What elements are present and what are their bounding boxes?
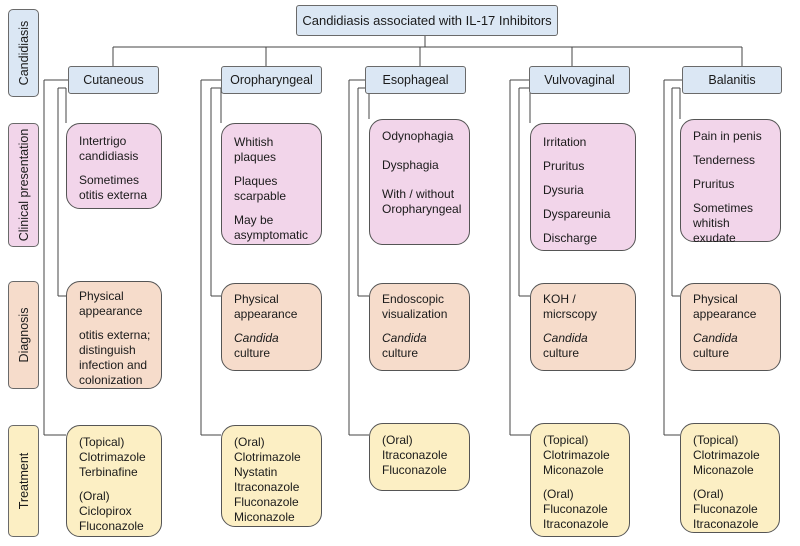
row-label-clinical-text: Clinical presentation: [16, 128, 31, 242]
diagnosis-italic: Candida: [382, 331, 427, 345]
treatment-drug: Itraconazole: [543, 517, 609, 531]
treatment-topical-label: (Topical): [693, 433, 739, 447]
diagnosis-cutaneous-card: Physical appearance otitis externa; dist…: [66, 281, 162, 389]
category-cutaneous: Cutaneous: [68, 66, 159, 94]
diagnosis-item: culture: [693, 346, 730, 360]
treatment-oropharyngeal-card: (Oral) Clotrimazole Nystatin Itraconazol…: [221, 425, 322, 527]
clinical-cutaneous-card: Intertrigo candidiasis Sometimes otitis …: [66, 123, 162, 209]
treatment-oral-label: (Oral): [693, 487, 724, 501]
clinical-item: May be asymptomatic: [234, 213, 309, 242]
clinical-item: Discharge: [543, 231, 598, 245]
clinical-item: Pruritus: [693, 177, 735, 191]
treatment-oral-label: (Oral): [234, 435, 265, 449]
clinical-item: Plaques scarpable: [234, 174, 287, 203]
treatment-drug: Clotrimazole: [234, 450, 301, 464]
treatment-topical-label: (Topical): [543, 433, 589, 447]
row-label-candidiasis: Candidiasis: [8, 9, 39, 97]
treatment-drug: Itraconazole: [693, 517, 759, 531]
diagnosis-item: otitis externa; distinguish infection an…: [79, 328, 151, 387]
diagnosis-oropharyngeal-card: Physical appearance Candida culture: [221, 283, 322, 371]
clinical-item: Dyspareunia: [543, 207, 611, 221]
diagnosis-item: Physical appearance: [234, 292, 298, 321]
treatment-drug: Clotrimazole: [693, 448, 760, 462]
diagnosis-esophageal-card: Endoscopic visualization Candida culture: [369, 283, 470, 371]
row-label-treatment: Treatment: [8, 425, 39, 537]
row-label-candidiasis-text: Candidiasis: [16, 20, 31, 86]
diagnosis-item: Physical appearance: [79, 289, 143, 318]
diagram-title: Candidiasis associated with IL-17 Inhibi…: [296, 5, 558, 36]
category-vulvovaginal: Vulvovaginal: [529, 66, 630, 94]
diagnosis-item: Endoscopic visualization: [382, 292, 448, 321]
treatment-topical-label: (Topical): [79, 435, 125, 449]
clinical-item: Dysuria: [543, 183, 584, 197]
treatment-drug: Nystatin: [234, 465, 278, 479]
category-balanitis: Balanitis: [682, 66, 782, 94]
treatment-oral-label: (Oral): [382, 433, 413, 447]
clinical-esophageal-card: Odynophagia Dysphagia With / without Oro…: [369, 119, 470, 245]
treatment-vulvovaginal-card: (Topical) Clotrimazole Miconazole (Oral)…: [530, 423, 630, 537]
diagnosis-italic: Candida: [234, 331, 279, 345]
treatment-esophageal-card: (Oral) Itraconazole Fluconazole: [369, 423, 470, 491]
treatment-drug: Terbinafine: [79, 465, 138, 479]
treatment-drug: Fluconazole: [693, 502, 758, 516]
category-esophageal: Esophageal: [365, 66, 466, 94]
clinical-balanitis-card: Pain in penis Tenderness Pruritus Someti…: [680, 119, 781, 245]
clinical-item: Intertrigo candidiasis: [79, 134, 139, 163]
diagnosis-item: KOH / micrscopy: [543, 292, 598, 321]
diagnosis-balanitis-card: Physical appearance Candida culture: [680, 283, 781, 371]
treatment-drug: Miconazole: [234, 510, 295, 524]
clinical-item: Pruritus: [543, 159, 585, 173]
clinical-item: Sometimes whitish exudate: [693, 201, 754, 245]
treatment-drug: Clotrimazole: [543, 448, 610, 462]
clinical-vulvovaginal-card: Irritation Pruritus Dysuria Dyspareunia …: [530, 123, 636, 251]
clinical-oropharyngeal-card: Whitish plaques Plaques scarpable May be…: [221, 123, 322, 245]
treatment-balanitis-card: (Topical) Clotrimazole Miconazole (Oral)…: [680, 423, 780, 533]
diagnosis-item: culture: [234, 346, 271, 360]
treatment-drug: Miconazole: [543, 463, 604, 477]
treatment-drug: Itraconazole: [382, 448, 448, 462]
clinical-item: Odynophagia: [382, 129, 454, 143]
clinical-item: Pain in penis: [693, 129, 762, 143]
diagnosis-item: Physical appearance: [693, 292, 757, 321]
clinical-item: Whitish plaques: [234, 135, 277, 164]
row-label-treatment-text: Treatment: [16, 452, 31, 510]
treatment-drug: Fluconazole: [543, 502, 608, 516]
row-label-diagnosis: Diagnosis: [8, 281, 39, 389]
treatment-drug: Fluconazole: [234, 495, 299, 509]
treatment-drug: Miconazole: [693, 463, 754, 477]
diagnosis-item: culture: [382, 346, 419, 360]
treatment-drug: Itraconazole: [234, 480, 300, 494]
diagnosis-vulvovaginal-card: KOH / micrscopy Candida culture: [530, 283, 636, 371]
row-label-clinical: Clinical presentation: [8, 123, 39, 247]
clinical-item: With / without Oropharyngeal: [382, 187, 462, 216]
diagnosis-item: culture: [543, 346, 580, 360]
treatment-drug: Fluconazole: [382, 463, 447, 477]
clinical-item: Tenderness: [693, 153, 756, 167]
clinical-item: Dysphagia: [382, 158, 439, 172]
treatment-cutaneous-card: (Topical) Clotrimazole Terbinafine (Oral…: [66, 425, 162, 537]
treatment-drug: Clotrimazole: [79, 450, 146, 464]
clinical-item: Sometimes otitis externa: [79, 173, 148, 202]
row-label-diagnosis-text: Diagnosis: [16, 307, 31, 363]
diagnosis-italic: Candida: [693, 331, 738, 345]
clinical-item: Irritation: [543, 135, 587, 149]
treatment-oral-label: (Oral): [79, 489, 110, 503]
category-oropharyngeal: Oropharyngeal: [221, 66, 322, 94]
treatment-oral-label: (Oral): [543, 487, 574, 501]
treatment-drug: Fluconazole: [79, 519, 144, 533]
treatment-drug: Ciclopirox: [79, 504, 132, 518]
diagnosis-italic: Candida: [543, 331, 588, 345]
